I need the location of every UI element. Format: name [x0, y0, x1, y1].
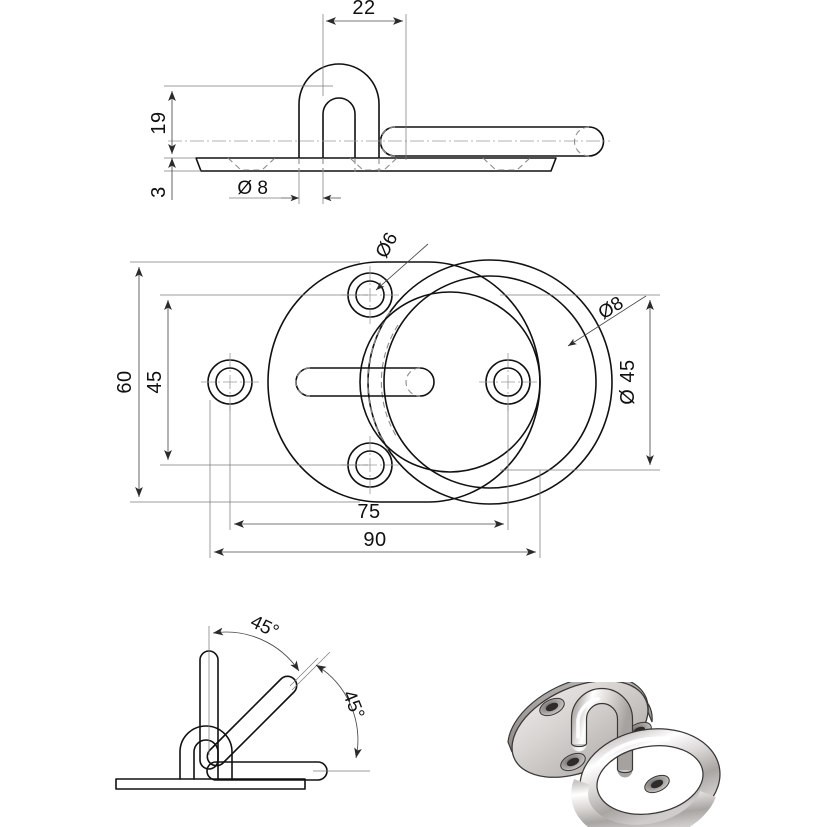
iso-bail-foot-left: [571, 743, 587, 748]
dimension-19: 19: [148, 85, 333, 159]
dimension-45deg-lower: 45°: [291, 651, 370, 772]
dimension-label-45deg-lower: 45°: [338, 688, 368, 723]
rot-ring-angled: [206, 675, 298, 767]
top-loop-base-circle: [359, 291, 541, 473]
iso-bail-highlight: [576, 697, 600, 739]
side-u-loop: [298, 63, 380, 172]
dimension-label-dia6: Ø6: [372, 229, 402, 261]
view-top-plan: 60 45 75 90: [114, 229, 660, 558]
dimension-label-45deg-upper: 45°: [247, 611, 282, 642]
view-side-elevation: 22 19 3 Ø 8: [148, 0, 610, 204]
iso-bail-outline-inner: [585, 702, 619, 770]
rot-base-plate: [115, 778, 306, 790]
dimension-label-45: 45: [144, 370, 166, 393]
dimension-label-90: 90: [363, 529, 386, 551]
dimension-45: 45: [144, 294, 368, 466]
dimension-label-dia45: Ø 45: [617, 359, 639, 404]
rot-ring-horizontal: [206, 761, 328, 781]
dimension-label-dia8-side: Ø 8: [237, 178, 268, 199]
iso-hole-2: [560, 752, 586, 772]
rot-bail: [179, 725, 233, 780]
side-ring-edge: [379, 126, 605, 157]
top-ring-hidden-arc-inner: [380, 324, 399, 440]
dimension-dia6: Ø6: [372, 229, 429, 291]
top-center-slot: [295, 367, 435, 397]
iso-ring-front-arc: [571, 778, 716, 827]
dimension-90: 90: [209, 400, 541, 558]
dimension-45deg-upper: 45°: [208, 611, 319, 755]
iso-ring-outline-inner: [596, 745, 704, 815]
dimension-label-75: 75: [357, 501, 380, 523]
view-isometric-render: [507, 682, 721, 827]
iso-bail-outline-outer: [570, 687, 634, 770]
dimension-dia45: Ø 45: [500, 294, 660, 471]
top-oval-plate: [267, 261, 541, 503]
view-rotation-detail: 45° 45°: [115, 611, 370, 790]
dimension-label-dia8-top: Ø8: [595, 293, 628, 324]
dimension-22: 22: [322, 0, 407, 160]
bolt-hole-right: [479, 353, 537, 411]
dimension-label-22: 22: [352, 0, 375, 19]
dimension-60: 60: [114, 261, 360, 503]
iso-hole-1: [539, 697, 565, 717]
iso-bail: [570, 687, 634, 778]
iso-ring-highlight: [596, 736, 670, 766]
dimension-label-3: 3: [148, 186, 170, 198]
dimension-label-60: 60: [114, 370, 136, 393]
rot-ring-vertical: [199, 650, 219, 770]
dimension-label-19: 19: [148, 111, 170, 134]
dimension-3: 3: [148, 158, 201, 200]
iso-hole-4: [644, 774, 670, 794]
top-ring-hidden-arc: [367, 311, 391, 453]
iso-ring: [571, 728, 721, 827]
dimension-dia8-top: Ø8: [567, 293, 647, 347]
iso-bail-foot-right: [617, 769, 633, 774]
dimension-75: 75: [229, 404, 509, 530]
dimension-dia8-side: Ø 8: [229, 172, 341, 204]
side-base-plate: [195, 157, 557, 172]
